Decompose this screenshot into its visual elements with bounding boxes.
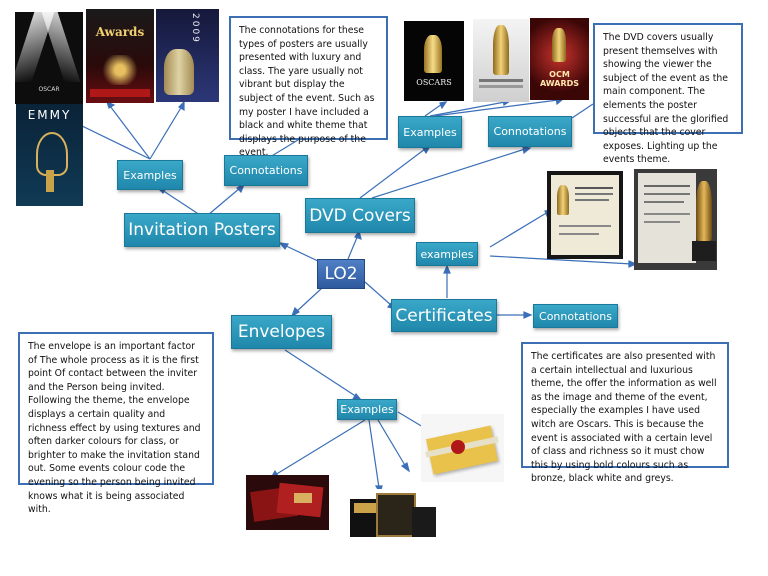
oscar-statue-dvd-image bbox=[473, 19, 529, 102]
center-node: LO2 bbox=[317, 259, 365, 289]
oscars-dvd-image: OSCARS bbox=[404, 21, 464, 101]
red-envelope-image bbox=[246, 475, 329, 530]
awards-poster-image: Awards bbox=[86, 9, 154, 103]
certificates-node: Certificates bbox=[391, 299, 497, 332]
certificate-examples-node: examples bbox=[416, 242, 478, 266]
invitation-connotation-note: The connotations for these types of post… bbox=[229, 16, 388, 158]
yellow-envelope-image bbox=[421, 414, 504, 482]
ocm-awards-dvd-image: OCM AWARDS bbox=[530, 18, 589, 100]
emmy-poster-image: EMMY bbox=[16, 104, 83, 206]
2009-oscars-poster-image: 2009 bbox=[156, 9, 219, 102]
certificate-example-image bbox=[547, 171, 623, 259]
certificate-note: The certificates are also presented with… bbox=[521, 342, 729, 484]
invitation-posters-node: Invitation Posters bbox=[124, 213, 280, 247]
invitation-examples-node: Examples bbox=[117, 160, 183, 190]
dvd-connotation-note: The DVD covers usually present themselve… bbox=[593, 23, 743, 165]
envelope-examples-node: Examples bbox=[337, 399, 397, 420]
invitation-connotations-node: Connotations bbox=[224, 155, 308, 186]
envelope-note: The envelope is an important factor of T… bbox=[18, 332, 214, 515]
gold-box-envelope-image bbox=[346, 489, 437, 545]
envelopes-node: Envelopes bbox=[231, 315, 332, 349]
dvd-connotations-node: Connotations bbox=[488, 116, 572, 147]
oscar-poster-image: OSCAR bbox=[15, 12, 83, 104]
certificate-connotations-node: Connotations bbox=[533, 304, 618, 328]
dvd-covers-node: DVD Covers bbox=[305, 198, 415, 233]
dvd-examples-node: Examples bbox=[398, 116, 462, 148]
academy-certificate-image bbox=[634, 169, 717, 270]
